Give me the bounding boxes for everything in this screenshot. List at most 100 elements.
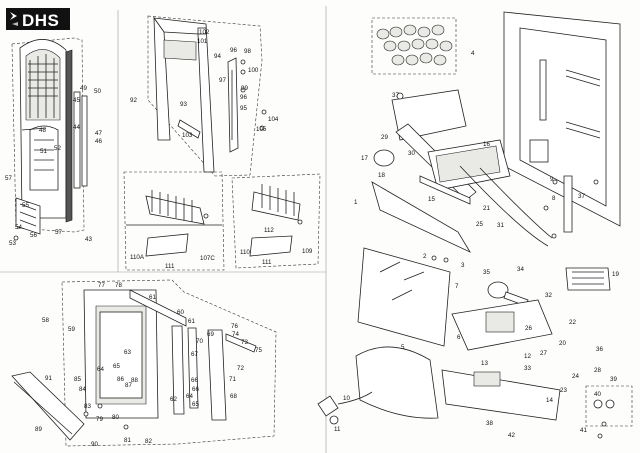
part-label: 96 xyxy=(230,47,237,54)
part-label: 14 xyxy=(546,397,553,404)
part-label: 9 xyxy=(550,176,554,183)
part-label: 57 xyxy=(55,229,62,236)
part-label: 105 xyxy=(256,126,267,133)
dhs-logo: DHS xyxy=(6,8,70,30)
part-label: 1 xyxy=(354,199,358,206)
part-label: 93 xyxy=(180,101,187,108)
part-label: 80 xyxy=(112,414,119,421)
part-label: 102 xyxy=(199,29,210,36)
part-label: 37 xyxy=(392,92,399,99)
part-label: 71 xyxy=(229,376,236,383)
part-label: 39 xyxy=(610,376,617,383)
part-label: 67 xyxy=(191,351,198,358)
part-label: 57 xyxy=(5,175,12,182)
part-label: 98 xyxy=(244,48,251,55)
part-label: 103 xyxy=(182,132,193,139)
part-label: 24 xyxy=(572,373,579,380)
part-label: 72 xyxy=(237,365,244,372)
part-label: 69 xyxy=(207,331,214,338)
part-label: 11 xyxy=(334,426,341,433)
part-label: 96 xyxy=(240,94,247,101)
part-label: 12 xyxy=(524,353,531,360)
part-label: 111 xyxy=(165,263,175,270)
part-label: 22 xyxy=(569,319,576,326)
part-label: 32 xyxy=(545,292,552,299)
part-label: 45 xyxy=(73,97,80,104)
part-label: 65 xyxy=(192,401,199,408)
part-label: 77 xyxy=(98,282,105,289)
part-label: 97 xyxy=(219,77,226,84)
part-label: 36 xyxy=(596,346,603,353)
brand-name: DHS xyxy=(22,11,59,30)
part-label: 50 xyxy=(94,88,101,95)
part-label: 86 xyxy=(117,376,124,383)
part-label: 51 xyxy=(40,148,47,155)
part-label: 8 xyxy=(552,195,556,202)
part-label: 87 xyxy=(125,382,132,389)
part-label: 95 xyxy=(240,105,247,112)
part-label: 4 xyxy=(471,50,475,57)
part-label: 25 xyxy=(476,221,483,228)
part-label: 84 xyxy=(79,386,86,393)
part-label: 52 xyxy=(54,145,61,152)
part-label: 3 xyxy=(461,262,465,269)
part-label: 56 xyxy=(30,232,37,239)
part-label: 63 xyxy=(124,349,131,356)
part-label: 28 xyxy=(594,367,601,374)
part-label: 46 xyxy=(95,138,102,145)
part-label: 21 xyxy=(483,205,490,212)
part-label: 66 xyxy=(192,386,199,393)
part-label: 20 xyxy=(559,340,566,347)
part-label: 64 xyxy=(186,393,193,400)
electrical-labels: 4 37 29 30 16 17 18 1 15 21 25 31 2 3 34… xyxy=(334,50,619,439)
part-label: 66 xyxy=(191,377,198,384)
fuel-beds-labels: 110A 111 107C 110 111 112 109 xyxy=(130,227,313,270)
part-label: 85 xyxy=(74,376,81,383)
part-label: 107C xyxy=(200,255,215,262)
electrical-group xyxy=(317,11,633,439)
part-label: 82 xyxy=(145,438,152,445)
part-label: 29 xyxy=(381,134,388,141)
part-label: 40 xyxy=(594,391,601,398)
part-label: 48 xyxy=(39,127,46,134)
part-label: 62 xyxy=(170,396,177,403)
part-label: 112 xyxy=(264,227,274,234)
part-label: 81 xyxy=(124,437,131,444)
frame-group xyxy=(147,15,267,177)
part-label: 110A xyxy=(130,254,145,261)
part-label: 111 xyxy=(262,259,272,266)
part-label: 110 xyxy=(240,249,250,256)
surround-labels: 58 77 78 61 60 59 63 64 65 66 67 85 84 8… xyxy=(35,282,262,448)
part-label: 78 xyxy=(115,282,122,289)
part-label: 18 xyxy=(378,172,385,179)
part-label: 92 xyxy=(130,97,137,104)
part-label: 23 xyxy=(560,387,567,394)
part-label: 35 xyxy=(483,269,490,276)
part-label: 70 xyxy=(196,338,203,345)
part-label: 76 xyxy=(231,323,238,330)
part-label: 6 xyxy=(457,334,461,341)
part-label: 33 xyxy=(524,365,531,372)
part-label: 73 xyxy=(241,339,248,346)
part-label: 83 xyxy=(84,403,91,410)
part-label: 2 xyxy=(423,253,427,260)
part-label: 55 xyxy=(22,202,29,209)
part-label: 16 xyxy=(483,141,490,148)
part-label: 41 xyxy=(580,427,587,434)
part-label: 74 xyxy=(232,331,239,338)
part-label: 60 xyxy=(177,309,184,316)
part-label: 38 xyxy=(486,420,493,427)
part-label: 94 xyxy=(214,53,221,60)
part-label: 104 xyxy=(268,116,279,123)
part-label: 10 xyxy=(343,395,350,402)
fuel-beds-group xyxy=(123,171,321,271)
part-label: 26 xyxy=(525,325,532,332)
part-label: 43 xyxy=(85,236,92,243)
part-label: 5 xyxy=(401,344,405,351)
part-label: 44 xyxy=(73,124,80,131)
cast-front-group xyxy=(11,37,88,241)
part-label: 101 xyxy=(197,38,208,45)
part-label: 13 xyxy=(481,360,488,367)
